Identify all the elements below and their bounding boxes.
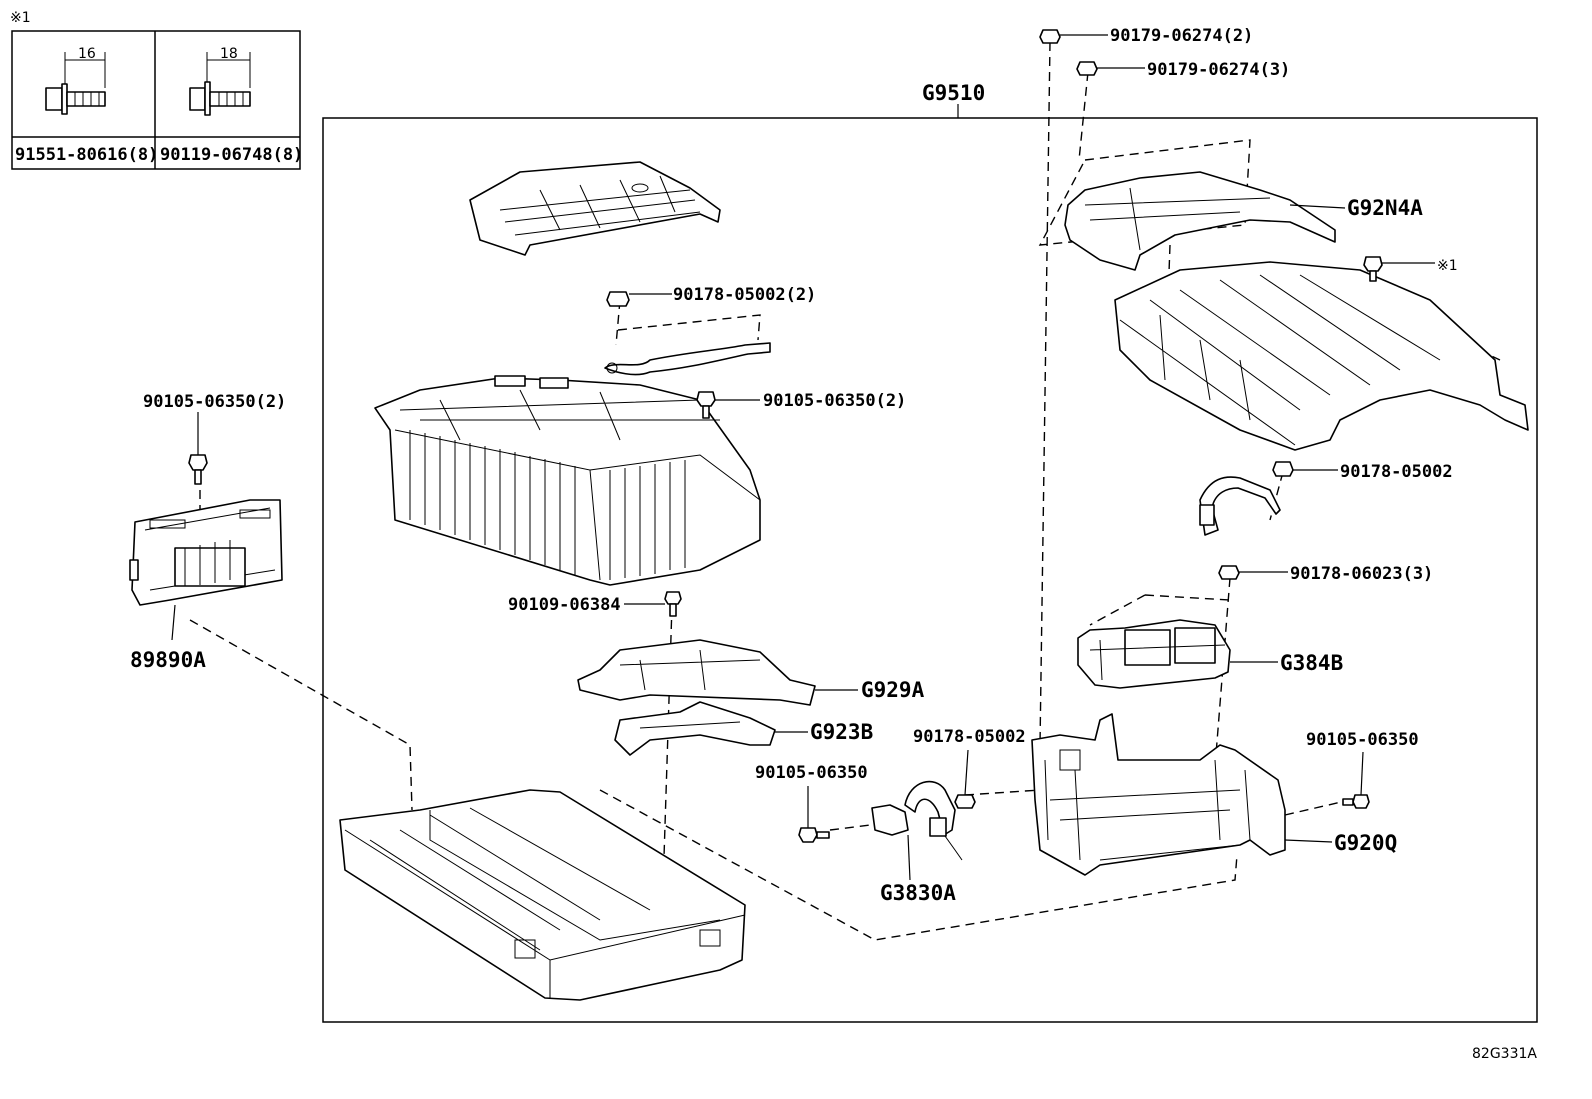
battery-module-icon: [374, 375, 761, 586]
table-part-number-2: 90119-06748(8): [160, 145, 303, 165]
label-90178-06023-3: 90178-06023(3): [1290, 564, 1433, 584]
label-G920Q: G920Q: [1334, 831, 1397, 855]
label-90105-06350-low-right: 90105-06350: [1306, 730, 1419, 750]
flange-bolt-icon: [188, 454, 208, 485]
label-90179-06274-2: 90179-06274(2): [1110, 26, 1253, 46]
label-90178-05002-low: 90178-05002: [913, 727, 1026, 747]
nut-icon: [1076, 61, 1098, 76]
cover-icon: [1114, 261, 1529, 451]
junction-block-icon: [1077, 619, 1231, 689]
label-90178-05002-right: 90178-05002: [1340, 462, 1453, 482]
flange-bolt-icon: [1342, 794, 1370, 809]
assembly-guide-lines: [189, 41, 1501, 941]
bracket-icon: [614, 701, 776, 756]
nut-icon: [606, 291, 630, 307]
dimension-18: 18: [220, 46, 238, 62]
wire-harness-icon: [871, 780, 963, 861]
cover-icon: [1064, 171, 1336, 271]
label-G384B: G384B: [1280, 651, 1343, 675]
assembly-frame: [322, 117, 1538, 1023]
label-90109-06384: 90109-06384: [508, 595, 621, 615]
nut-icon: [1039, 29, 1061, 44]
label-G923B: G923B: [810, 720, 873, 744]
dimension-16: 16: [78, 46, 96, 62]
label-G92N4A: G92N4A: [1347, 196, 1423, 220]
ecu-icon: [129, 499, 283, 606]
flange-bolt-icon: [696, 391, 716, 419]
bracket-icon: [577, 639, 816, 706]
diagram-id: 82G331A: [1472, 1046, 1537, 1062]
upper-cover: [469, 161, 721, 256]
label-90105-06350-low-left: 90105-06350: [755, 763, 868, 783]
label-90105-06350-2-mid: 90105-06350(2): [763, 391, 906, 411]
flange-bolt-icon: [664, 591, 682, 617]
assembly-label: G9510: [922, 81, 985, 105]
flange-bolt-icon: [45, 52, 106, 115]
bracket-icon: [1031, 713, 1286, 876]
label-G929A: G929A: [861, 678, 925, 702]
nut-icon: [1272, 461, 1294, 477]
flange-bolt-icon: [189, 52, 251, 116]
flange-bolt-icon: [798, 827, 830, 843]
fastener-table: ※1 16 91551-80616(8) 18 90119-06748(8): [10, 10, 303, 170]
label-90179-06274-3: 90179-06274(3): [1147, 60, 1290, 80]
label-89890A: 89890A: [130, 648, 206, 672]
nut-icon: [1218, 565, 1240, 580]
table-frame: [11, 30, 301, 170]
label-90178-05002-2: 90178-05002(2): [673, 285, 816, 305]
label-G3830A: G3830A: [880, 881, 956, 905]
wire-harness-icon: [1199, 476, 1281, 536]
table-note-symbol: ※1: [10, 10, 31, 26]
nut-icon: [954, 794, 976, 809]
label-note1: ※1: [1437, 258, 1458, 274]
wire-harness-icon: [604, 342, 771, 376]
table-part-number-1: 91551-80616(8): [15, 145, 158, 165]
battery-tray-icon: [339, 789, 746, 1001]
label-90105-06350-2-left: 90105-06350(2): [143, 392, 286, 412]
flange-bolt-icon: [1363, 256, 1383, 282]
